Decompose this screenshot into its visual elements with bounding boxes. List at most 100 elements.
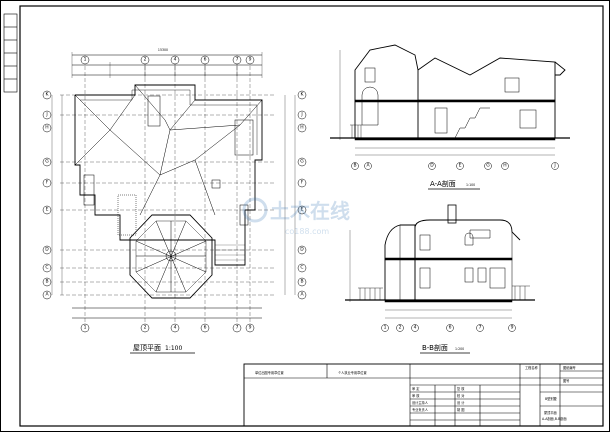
axis-bottom-2-label: 2 xyxy=(144,325,147,331)
axis-left-C-label: C xyxy=(45,265,48,271)
section-aa-scale: 1:100 xyxy=(466,183,475,187)
axis-aa-H-bubble xyxy=(501,162,509,170)
axis-bb-2-bubble xyxy=(396,324,404,332)
axis-aa-A-label: A xyxy=(366,163,370,169)
axis-right-D-bubble xyxy=(297,245,307,255)
axis-left-K-label: K xyxy=(46,92,50,98)
axis-top-2-bubble xyxy=(140,55,150,65)
tb-row-1: 审 核 xyxy=(412,393,420,398)
tb-val-3: 制 图 xyxy=(457,407,464,412)
axis-left-A-bubble xyxy=(42,290,52,300)
drawing-name: B型别墅 xyxy=(545,396,558,401)
roof-plan-scale: 1:100 xyxy=(165,345,182,352)
axis-left-H-bubble xyxy=(42,123,52,133)
axis-right-F-label: F xyxy=(301,180,304,186)
section-aa-title: A-A剖面 xyxy=(430,179,456,188)
axis-top-1-bubble xyxy=(80,55,90,65)
axis-bottom-1-bubble xyxy=(80,323,90,333)
axis-left-F-label: F xyxy=(46,180,49,186)
axis-aa-D-bubble xyxy=(428,162,436,170)
tb-val-2: 设 计 xyxy=(457,400,465,405)
axis-right-G-bubble xyxy=(297,157,307,167)
axis-left-G-label: G xyxy=(45,159,49,165)
axis-top-9-label: 9 xyxy=(249,57,252,63)
axis-left-F-bubble xyxy=(42,178,52,188)
axis-left-J-label: J xyxy=(45,112,47,118)
axis-right-C-bubble xyxy=(297,263,307,273)
axis-right-J-bubble xyxy=(297,110,307,120)
axis-aa-J-label: J xyxy=(553,163,555,169)
tb-row-3: 专业负责人 xyxy=(412,407,429,412)
axis-right-A-bubble xyxy=(297,290,307,300)
axis-aa-G-label: G xyxy=(486,163,490,169)
axis-aa-B-label: B xyxy=(353,163,356,169)
axis-bottom-6-bubble xyxy=(200,323,210,333)
tb-val-1: 校 对 xyxy=(457,393,465,398)
axis-bb-4-label: 4 xyxy=(414,325,417,331)
axis-left-B-label: B xyxy=(45,279,48,285)
roof-plan xyxy=(51,52,296,330)
axis-left-J-bubble xyxy=(42,110,52,120)
axis-right-K-bubble xyxy=(297,90,307,100)
axis-left-B-bubble xyxy=(42,277,52,287)
axis-bb-9-bubble xyxy=(508,324,516,332)
tb-row-0: 审 定 xyxy=(412,386,420,391)
axis-top-4-label: 4 xyxy=(174,57,177,63)
axis-top-6-label: 6 xyxy=(204,57,207,63)
axis-aa-A-bubble xyxy=(364,162,372,170)
roof-plan-total-dimension: 15300 xyxy=(158,48,168,52)
axis-right-D-label: D xyxy=(300,247,304,253)
axis-right-C-label: C xyxy=(300,265,303,271)
drawing-content-2: A-A剖面,B-B剖面 xyxy=(542,416,567,421)
drawing-content-1: 屋顶平面 xyxy=(544,410,557,415)
axis-right-F-bubble xyxy=(297,178,307,188)
axis-bottom-4-label: 4 xyxy=(174,325,177,331)
axis-bottom-9-label: 9 xyxy=(249,325,252,331)
axis-left-C-bubble xyxy=(42,263,52,273)
axis-top-7-bubble xyxy=(232,55,242,65)
watermark-sub: co188.com xyxy=(285,227,329,236)
axis-bb-7-label: 7 xyxy=(479,325,482,331)
axis-left-G-bubble xyxy=(42,157,52,167)
axis-right-B-bubble xyxy=(297,277,307,287)
axis-bottom-7-label: 7 xyxy=(236,325,239,331)
design-no-label: 图纸编号 xyxy=(563,365,576,370)
watermark-text: 土木在线 xyxy=(270,199,350,223)
axis-right-B-label: B xyxy=(300,279,303,285)
axis-right-H-bubble xyxy=(297,123,307,133)
binding-strip xyxy=(3,13,18,93)
axis-aa-B-bubble xyxy=(351,162,359,170)
axis-right-A-label: A xyxy=(300,292,304,298)
axis-bottom-1-label: 1 xyxy=(84,325,87,331)
axis-bottom-6-label: 6 xyxy=(204,325,207,331)
watermark: 土木在线 co188.com xyxy=(242,197,350,236)
axis-right-G-label: G xyxy=(300,159,304,165)
section-bb-scale: 1:200 xyxy=(455,347,464,351)
axis-left-A-label: A xyxy=(45,292,49,298)
axis-bb-1-label: 1 xyxy=(384,325,387,331)
axis-aa-E-label: E xyxy=(459,163,462,169)
axis-top-6-bubble xyxy=(200,55,210,65)
axis-aa-J-bubble xyxy=(551,162,559,170)
section-aa xyxy=(330,44,570,156)
roof-plan-title: 屋顶平面 xyxy=(133,344,161,352)
axis-right-H-label: H xyxy=(300,125,303,131)
axis-aa-H-label: H xyxy=(503,163,506,169)
axis-bb-1-bubble xyxy=(381,324,389,332)
title-block xyxy=(243,363,604,427)
stamp-personal-label: 个人执业专用章位置 xyxy=(338,370,367,375)
axis-left-D-bubble xyxy=(42,245,52,255)
axis-top-9-bubble xyxy=(245,55,255,65)
section-bb xyxy=(345,204,535,319)
axis-bb-4-bubble xyxy=(411,324,419,332)
axis-top-7-label: 7 xyxy=(236,57,239,63)
axis-left-E-bubble xyxy=(42,205,52,215)
axis-bottom-4-bubble xyxy=(170,323,180,333)
axis-bb-6-label: 6 xyxy=(449,325,452,331)
